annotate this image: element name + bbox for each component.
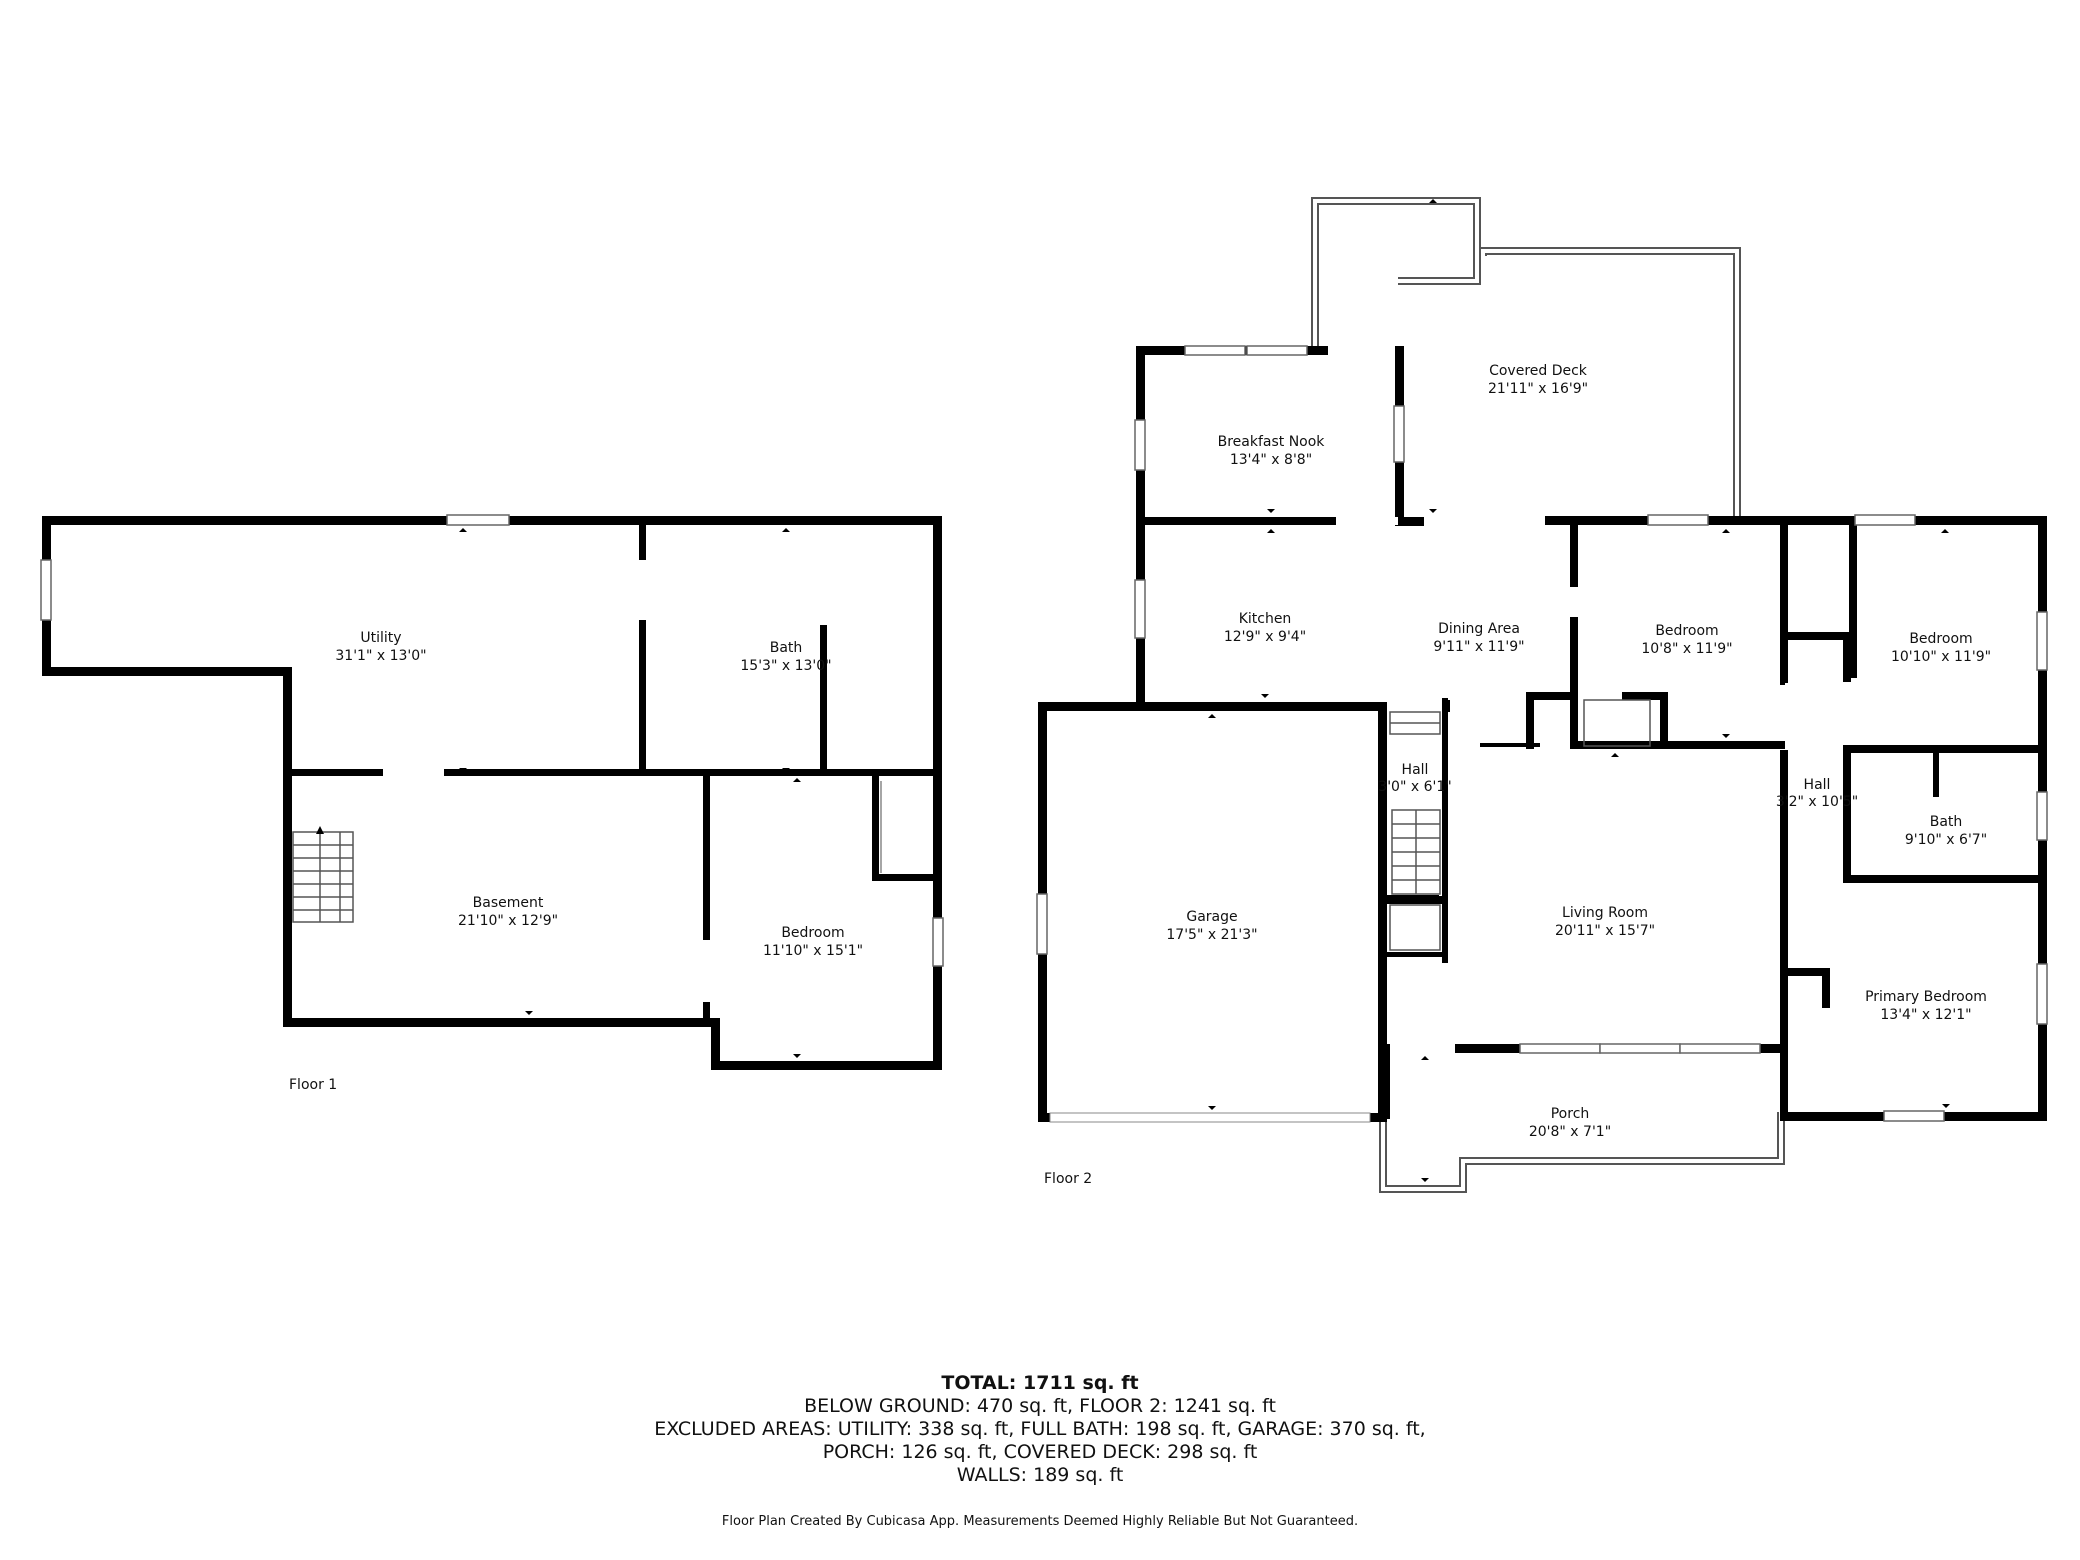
room-name: Bedroom bbox=[781, 925, 844, 941]
summary-line: PORCH: 126 sq. ft, COVERED DECK: 298 sq.… bbox=[822, 1441, 1258, 1463]
room-dimensions: 15'3" x 13'0" bbox=[740, 658, 831, 674]
room-dimensions: 21'11" x 16'9" bbox=[1488, 381, 1588, 397]
room-name: Dining Area bbox=[1438, 621, 1520, 637]
room-name: Bath bbox=[1930, 814, 1963, 830]
floor-1-plan: Utility 31'1" x 13'0" Bath 15'3" x 13'0"… bbox=[40, 514, 944, 1093]
room-dimensions: 9'11" x 11'9" bbox=[1433, 639, 1524, 655]
floor-2-plan: Covered Deck 21'11" x 16'9" Breakfast No… bbox=[1036, 197, 2048, 1193]
room-dimensions: 10'8" x 11'9" bbox=[1641, 641, 1732, 657]
floor-label: Floor 2 bbox=[1044, 1171, 1092, 1187]
room-dimensions: 3'2" x 10'5" bbox=[1776, 794, 1858, 810]
room-dimensions: 21'10" x 12'9" bbox=[458, 913, 558, 929]
floor-1-room-labels: Utility 31'1" x 13'0" Bath 15'3" x 13'0"… bbox=[335, 630, 863, 959]
floor-label: Floor 1 bbox=[289, 1077, 337, 1093]
room-dimensions: 11'10" x 15'1" bbox=[763, 943, 863, 959]
room-name: Hall bbox=[1402, 762, 1429, 778]
area-summary: TOTAL: 1711 sq. ft BELOW GROUND: 470 sq.… bbox=[0, 1372, 2080, 1487]
room-dimensions: 13'4" x 8'8" bbox=[1230, 452, 1312, 468]
room-name: Kitchen bbox=[1239, 611, 1292, 627]
floor-1-windows bbox=[40, 514, 944, 1000]
room-name: Covered Deck bbox=[1489, 363, 1588, 379]
summary-line: BELOW GROUND: 470 sq. ft, FLOOR 2: 1241 … bbox=[804, 1395, 1276, 1417]
room-dimensions: 13'4" x 12'1" bbox=[1880, 1007, 1971, 1023]
floor-2-room-labels: Covered Deck 21'11" x 16'9" Breakfast No… bbox=[1166, 363, 1991, 1140]
floor-1-walls bbox=[42, 516, 942, 1070]
room-name: Bedroom bbox=[1655, 623, 1718, 639]
total-area: TOTAL: 1711 sq. ft bbox=[941, 1372, 1139, 1394]
floor-2-windows bbox=[1036, 345, 2048, 1123]
room-name: Utility bbox=[360, 630, 401, 646]
measurement-ticks bbox=[459, 199, 1950, 1182]
floor-1-stairs bbox=[292, 826, 354, 923]
covered-deck-outline bbox=[1311, 197, 1741, 516]
room-dimensions: 20'11" x 15'7" bbox=[1555, 923, 1655, 939]
room-dimensions: 20'8" x 7'1" bbox=[1529, 1124, 1611, 1140]
porch-outline bbox=[1379, 1052, 1785, 1193]
summary-line: EXCLUDED AREAS: UTILITY: 338 sq. ft, FUL… bbox=[654, 1418, 1426, 1440]
room-dimensions: 12'9" x 9'4" bbox=[1224, 629, 1306, 645]
floor-2-stairs bbox=[1389, 699, 1651, 951]
room-dimensions: 3'0" x 6'1" bbox=[1378, 779, 1451, 795]
room-dimensions: 17'5" x 21'3" bbox=[1166, 927, 1257, 943]
room-name: Basement bbox=[473, 895, 544, 911]
room-name: Porch bbox=[1551, 1106, 1590, 1122]
floor-2-walls bbox=[1038, 346, 2047, 1122]
room-name: Bedroom bbox=[1909, 631, 1972, 647]
room-name: Garage bbox=[1186, 909, 1237, 925]
room-name: Primary Bedroom bbox=[1865, 989, 1987, 1005]
summary-line: WALLS: 189 sq. ft bbox=[956, 1464, 1124, 1486]
room-dimensions: 9'10" x 6'7" bbox=[1905, 832, 1987, 848]
room-name: Breakfast Nook bbox=[1218, 434, 1326, 450]
room-dimensions: 31'1" x 13'0" bbox=[335, 648, 426, 664]
room-name: Bath bbox=[770, 640, 803, 656]
disclaimer: Floor Plan Created By Cubicasa App. Meas… bbox=[721, 1514, 1359, 1529]
room-name: Hall bbox=[1804, 777, 1831, 793]
room-name: Living Room bbox=[1562, 905, 1648, 921]
room-dimensions: 10'10" x 11'9" bbox=[1891, 649, 1991, 665]
